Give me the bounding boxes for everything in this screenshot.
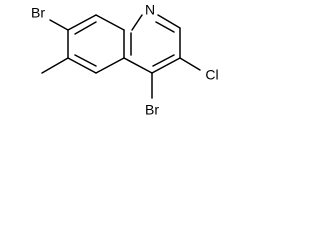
bond-c8-c7: [67, 14, 97, 31]
bond-c3-c4: [151, 57, 181, 74]
bond-c8-c7-inner: [74, 21, 97, 35]
bond-n1-c2-inner: [155, 21, 175, 33]
bond-c5-c4a: [95, 57, 125, 74]
atom-label-n-1: N: [145, 2, 155, 18]
bond-c3-cl: [179, 57, 201, 71]
atom-label-br-4: Br: [145, 102, 159, 118]
bond-c4-c4a: [123, 57, 153, 74]
atom-label-cl-3: Cl: [205, 67, 218, 83]
structure-diagram: Br N Cl Br: [31, 2, 219, 118]
bond-c3-c4-inner: [152, 54, 175, 67]
bond-c8a-n1: [131, 14, 143, 31]
bond-c6-c5: [67, 57, 97, 74]
bond-c7-br: [49, 19, 69, 31]
bond-c6-c5-inner: [74, 54, 97, 67]
bond-c6-methyl: [41, 57, 69, 74]
bond-n1-c2: [157, 14, 181, 29]
molecule-canvas: Br N Cl Br: [0, 0, 233, 136]
bond-c8a-c8: [95, 14, 125, 31]
atom-label-br-7: Br: [31, 5, 45, 21]
